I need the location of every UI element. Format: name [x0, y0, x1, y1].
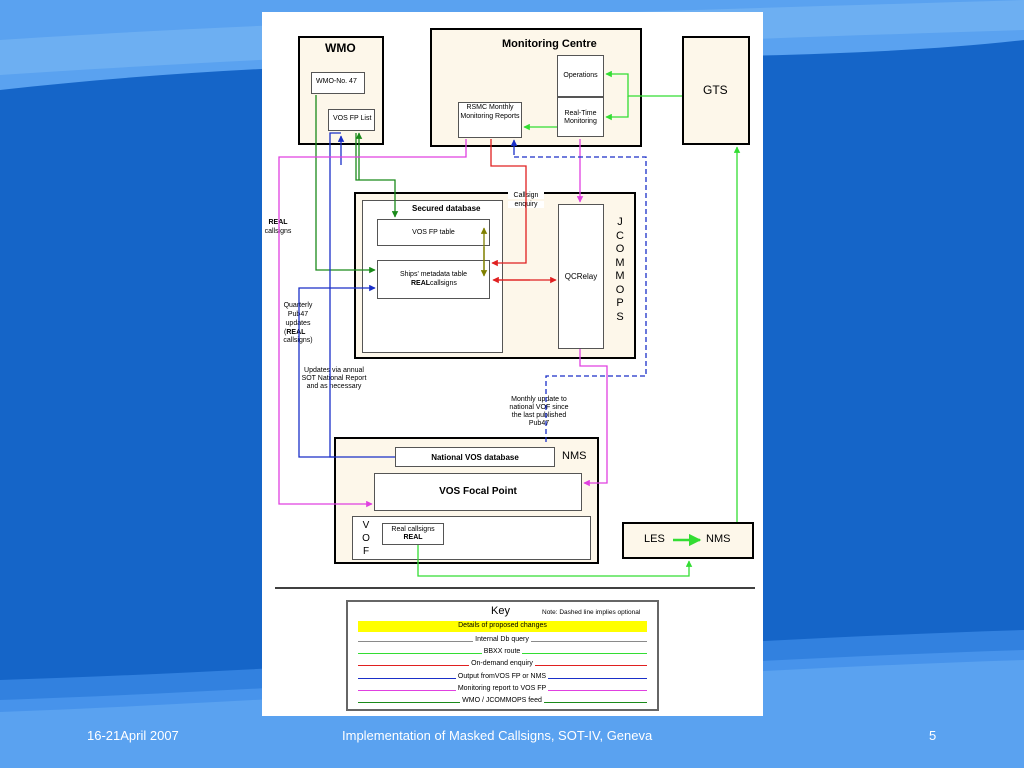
wmo-title: WMO — [325, 41, 356, 55]
key-highlight — [358, 621, 647, 632]
jcommops-vertical-label: J C O M M O P S — [614, 216, 626, 324]
real-callsigns-side-line2: callsigns — [264, 228, 292, 235]
rsmc-line1: RSMC Monthly — [466, 104, 514, 111]
wmo-no47-label: WMO-No. 47 — [316, 78, 357, 85]
monthly-update-line1: Monthly update to — [511, 396, 567, 403]
rsmc-box — [458, 102, 522, 138]
ships-metadata-callsigns: callsigns — [430, 280, 457, 287]
footer-page-number: 5 — [929, 728, 937, 743]
ships-metadata-real: REAL — [411, 280, 431, 287]
real-callsigns-line2: REAL — [403, 534, 423, 541]
jcommops-letter: M — [615, 270, 625, 282]
les-nms-label: NMS — [706, 533, 731, 545]
quarterly-real: REAL — [286, 329, 306, 336]
monthly-update-line2: national VOF since — [509, 404, 569, 411]
real-callsigns-line1: Real callsigns — [391, 526, 435, 533]
footer-title: Implementation of Masked Callsigns, SOT-… — [342, 728, 653, 743]
key-label: On-demand enquiry — [469, 660, 535, 668]
vof-letter: O — [362, 533, 370, 544]
gts-box — [682, 36, 750, 145]
vof-letter: V — [362, 520, 370, 531]
vof-letter: F — [362, 546, 370, 557]
monitoring-centre-title: Monitoring Centre — [502, 38, 597, 50]
jcommops-letter: P — [616, 297, 624, 309]
jcommops-letter: M — [615, 256, 625, 269]
real-callsigns-box — [382, 523, 444, 545]
quarterly-line3: updates — [285, 320, 311, 327]
nms-title: NMS — [562, 450, 587, 462]
operations-label: Operations — [563, 72, 598, 79]
footer-date: 16-21April 2007 — [87, 728, 179, 743]
key-label: Output fromVOS FP or NMS — [455, 672, 549, 680]
real-time-monitoring-box — [557, 97, 604, 137]
jcommops-letter: O — [615, 283, 625, 296]
rsmc-line2: Monitoring Reports — [460, 113, 520, 120]
quarterly-line2: Pub47 — [287, 311, 309, 318]
monthly-update-line4: Pub47 — [528, 420, 550, 427]
gts-label: GTS — [703, 83, 728, 97]
monthly-update-line3: the last published — [511, 412, 567, 419]
key-label: Monitoring report to VOS FP — [455, 684, 549, 692]
real-callsigns-side-line1: REAL — [268, 219, 288, 226]
updates-annual-line1: Updates via annual — [304, 367, 364, 374]
wmo-no47-box — [311, 72, 365, 94]
key-label: WMO / JCOMMOPS feed — [460, 697, 544, 704]
vof-vertical-label: V O F — [360, 519, 372, 558]
jcommops-letter: O — [615, 243, 625, 255]
updates-annual-line2: SOT National Report — [301, 375, 367, 382]
real-time-line1: Real-Time — [564, 110, 597, 117]
national-vos-db-label: National VOS database — [431, 453, 519, 462]
jcommops-letter: S — [616, 310, 624, 323]
key-highlight-label: Details of proposed changes — [458, 622, 547, 629]
quarterly-line1: Quarterly — [283, 302, 313, 309]
updates-annual-line3: and as necessary — [306, 383, 362, 390]
qcrelay-label: QCRelay — [564, 272, 598, 281]
operations-box — [557, 55, 604, 97]
vos-fp-list-label: VOS FP List — [333, 115, 372, 122]
vos-fp-table-label: VOS FP table — [412, 229, 455, 236]
key-label: Internal Db query — [473, 636, 531, 643]
les-nms-box — [622, 522, 754, 559]
callsign-enquiry-line2: enquiry — [508, 201, 544, 208]
callsign-enquiry-line1: Callsign — [508, 192, 544, 199]
secured-database-title: Secured database — [412, 204, 481, 213]
jcommops-letter: J — [617, 216, 623, 228]
quarterly-line5: callsigns) — [283, 337, 313, 344]
les-label: LES — [644, 533, 665, 545]
ships-metadata-line1: Ships' metadata table — [399, 271, 468, 278]
jcommops-letter: C — [616, 229, 624, 242]
key-title: Key — [491, 605, 510, 617]
real-time-line2: Monitoring — [564, 118, 597, 125]
vos-focal-point-label: VOS Focal Point — [439, 486, 517, 497]
key-label: BBXX route — [481, 648, 523, 656]
quarterly-line4: (REAL — [284, 329, 306, 336]
key-box — [346, 600, 659, 711]
key-note: Note: Dashed line implies optional — [542, 609, 641, 616]
